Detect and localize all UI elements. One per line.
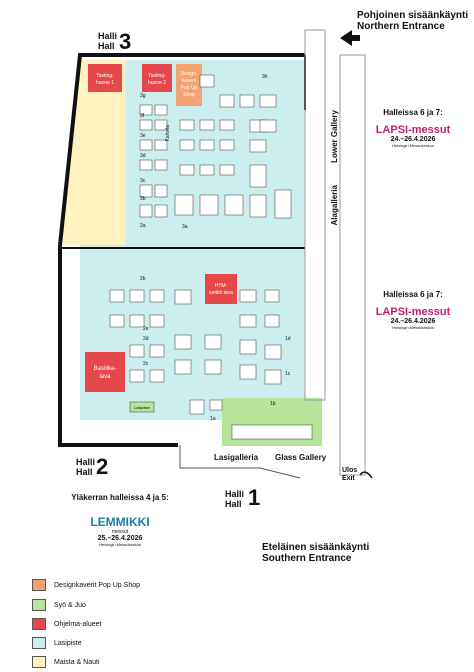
svg-text:Lasipiste: Lasipiste (134, 405, 151, 410)
aisle-labels: 3h 3g 3f 3e 3d 3c 3b 3a 2a 2b 2e 2d 2c 1b 1a 1d 1c (140, 74, 291, 422)
hall1-number: 1 (248, 485, 261, 510)
lasipiste-booth[interactable] (129, 401, 155, 413)
hall3-number: 3 (119, 29, 132, 54)
svg-text:3h: 3h (262, 74, 268, 80)
svg-text:3c: 3c (140, 178, 146, 184)
legend-item: Maista & Nauti (32, 655, 100, 669)
svg-text:3g: 3g (140, 93, 146, 99)
svg-text:huone 1: huone 1 (96, 80, 114, 86)
lapsi-promo-2: Halleissa 6 ja 7: LAPSI-messut 24.–26.4.… (368, 290, 458, 330)
svg-text:Tasting-: Tasting- (148, 73, 166, 79)
hall2-wall (58, 245, 178, 447)
lapsi-logo: LAPSI-messut (375, 124, 451, 136)
svg-text:keittiö lava: keittiö lava (209, 290, 233, 296)
hall3-wall (58, 53, 305, 246)
basilika-stage[interactable] (85, 352, 125, 392)
htm-stage[interactable] (205, 274, 237, 304)
svg-text:3b: 3b (140, 196, 146, 202)
svg-text:1c: 1c (285, 371, 291, 377)
kahvila-label: Kahvila (165, 125, 171, 142)
svg-text:huone 2: huone 2 (148, 80, 166, 86)
svg-text:kaverit: kaverit (182, 78, 197, 84)
lower-gallery-label: Lower Gallery (330, 110, 339, 163)
alagalleria-label: Alagalleria (330, 185, 339, 226)
booths (109, 74, 313, 440)
legend-item: Ohjelma-alueet (32, 617, 101, 631)
lapsi-logo-2: LAPSI-messut (375, 306, 451, 318)
svg-text:3e: 3e (140, 133, 146, 139)
svg-text:3a: 3a (182, 224, 188, 230)
hall2-number: 2 (96, 454, 109, 479)
legend-item: Lasipiste (32, 636, 82, 650)
legend-item: Designkaverit Pop Up Shop (32, 578, 140, 592)
svg-text:2d: 2d (143, 336, 149, 342)
lasigalleria-label: Lasigalleria (214, 453, 259, 462)
legend-swatch (32, 656, 46, 668)
tasting1-label: Tasting- (96, 73, 114, 79)
tasting-room-2[interactable] (142, 64, 172, 92)
svg-text:1d: 1d (285, 336, 291, 342)
svg-text:Pop Up: Pop Up (181, 85, 198, 91)
glass-gallery-label: Glass Gallery (275, 453, 327, 462)
lapsi-promo-1: Halleissa 6 ja 7: LAPSI-messut 24.–26.4.… (368, 108, 458, 148)
svg-text:2e: 2e (143, 326, 149, 332)
legend-item: Syö & Juo (32, 598, 86, 612)
svg-text:2c: 2c (143, 361, 149, 367)
svg-text:Shop: Shop (183, 92, 195, 98)
svg-text:3d: 3d (140, 153, 146, 159)
svg-text:1b: 1b (270, 401, 276, 407)
legend-swatch (32, 637, 46, 649)
lemmikki-promo: Yläkerran halleissa 4 ja 5: LEMMIKKI mes… (40, 493, 200, 547)
tasting-room-1[interactable] (88, 64, 122, 92)
svg-text:2b: 2b (140, 276, 146, 282)
design-popup-shop[interactable] (176, 64, 202, 106)
legend-swatch (32, 579, 46, 591)
floor-map: Tasting- huone 1 Tasting- huone 2 Design… (58, 29, 373, 479)
svg-text:Design-: Design- (180, 71, 198, 77)
lasipiste-zone-hall2 (80, 245, 305, 420)
north-entrance-arrow (340, 30, 360, 46)
svg-text:2a: 2a (140, 223, 146, 229)
legend-swatch (32, 618, 46, 630)
svg-text:lava: lava (99, 374, 111, 380)
svg-text:Basilika-: Basilika- (94, 366, 117, 372)
svg-text:1a: 1a (210, 416, 216, 422)
lemmikki-logo: LEMMIKKI (90, 515, 150, 529)
legend-swatch (32, 599, 46, 611)
svg-text:HTM-: HTM- (215, 283, 228, 289)
svg-text:3f: 3f (140, 113, 145, 119)
